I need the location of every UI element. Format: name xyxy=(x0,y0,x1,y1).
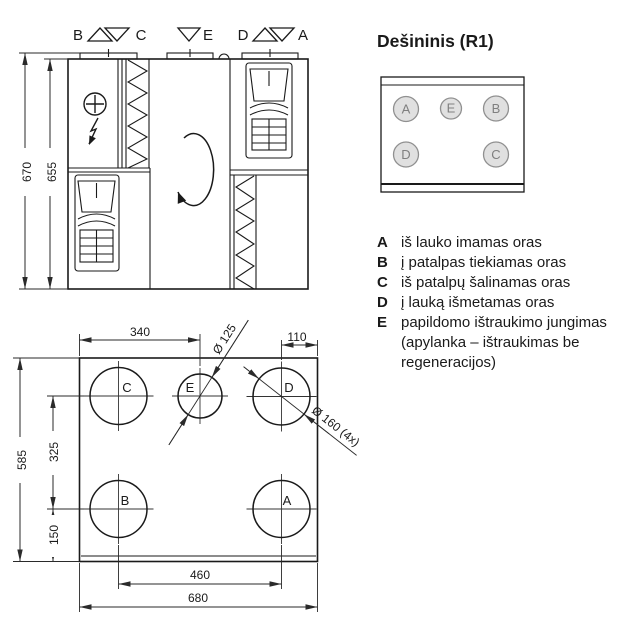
dim-325-label: 325 xyxy=(47,442,61,462)
lightning-icon xyxy=(88,117,99,145)
legend-row: C iš patalpų šalinamas oras xyxy=(377,273,637,293)
unit-body-outline xyxy=(67,58,309,290)
top-dimensions: 340 110 585 325 150 460 xyxy=(13,319,362,612)
dim-585-label: 585 xyxy=(15,450,29,470)
legend-row: A iš lauko imamas oras xyxy=(377,233,637,253)
filter-zigzag-right xyxy=(233,175,257,290)
top-port-label-b: B xyxy=(121,493,130,508)
supply-triangle-icon xyxy=(86,27,114,42)
filter-zigzag-left xyxy=(125,59,150,169)
duct-flanges xyxy=(79,49,299,60)
schematic-outline xyxy=(380,76,525,193)
legend-key-d: D xyxy=(377,294,388,311)
top-port-label-c: C xyxy=(122,380,131,395)
port-crosshairs xyxy=(83,361,317,544)
legend-row: regeneracijos) xyxy=(377,353,637,373)
port-circle-c xyxy=(89,366,148,426)
internal-partitions xyxy=(68,59,308,289)
supply-triangle-icon xyxy=(251,27,279,42)
legend-text-c: iš patalpų šalinamas oras xyxy=(401,274,571,291)
schematic-port-c xyxy=(482,141,510,168)
front-port-label-e: E xyxy=(203,27,213,44)
schematic-port-a xyxy=(392,95,420,123)
dim-overall-height-label: 670 xyxy=(20,162,34,182)
top-port-label-e: E xyxy=(186,380,195,395)
fan-icon xyxy=(74,174,120,272)
schematic-port-e xyxy=(439,97,463,120)
schematic-port-label-a: A xyxy=(402,102,411,117)
legend-text-e3: regeneracijos) xyxy=(401,354,497,371)
legend-text-e: papildomo ištraukimo jungimas xyxy=(401,314,607,331)
dim-150-label: 150 xyxy=(47,525,61,545)
front-port-label-d: D xyxy=(238,27,249,44)
schematic-port-d xyxy=(392,141,420,168)
dim-d125-label: Ø 125 xyxy=(210,321,240,356)
legend-row: E papildomo ištraukimo jungimas xyxy=(377,313,637,333)
dim-340-label: 340 xyxy=(130,325,150,339)
port-circle-a xyxy=(252,479,311,539)
extract-triangle-icon xyxy=(103,27,131,42)
electric-heater-icon xyxy=(83,92,107,116)
page-title: Dešininis (R1) xyxy=(377,31,494,51)
legend-row: D į lauką išmetamas oras xyxy=(377,293,637,313)
schematic-port-label-c: C xyxy=(491,147,500,162)
legend-key-c: C xyxy=(377,274,388,291)
dim-680-label: 680 xyxy=(188,591,208,605)
top-view: C E D B A 340 110 585 3 xyxy=(13,319,362,612)
legend-text-a: iš lauko imamas oras xyxy=(401,234,542,251)
schematic-port-label-d: D xyxy=(401,147,410,162)
fan-icon xyxy=(245,62,293,159)
legend: A iš lauko imamas oras B į patalpas tiek… xyxy=(377,233,637,373)
legend-text-b: į patalpas tiekiamas oras xyxy=(401,254,567,271)
port-circle-d xyxy=(252,367,311,426)
legend-key-b: B xyxy=(377,254,388,271)
top-port-label-a: A xyxy=(283,493,292,508)
schematic-port-b xyxy=(482,95,510,122)
legend-key-a: A xyxy=(377,234,388,251)
dim-body-height-label: 655 xyxy=(45,162,59,182)
port-circle-b xyxy=(89,479,148,539)
legend-text-e2: (apylanka – ištraukimas be xyxy=(401,334,580,351)
top-view-outline xyxy=(78,357,319,563)
cable-gland-bump xyxy=(218,53,230,60)
front-port-label-a: A xyxy=(298,27,308,44)
dim-460-label: 460 xyxy=(190,568,210,582)
dim-110-label: 110 xyxy=(287,330,306,344)
front-view: B C E D A xyxy=(18,27,309,290)
front-dimensions: 670 655 xyxy=(18,52,80,290)
connection-schematic: A E B D C xyxy=(380,76,525,193)
extract-triangle-icon xyxy=(176,27,202,43)
extract-triangle-icon xyxy=(268,27,296,42)
schematic-port-label-b: B xyxy=(492,101,501,116)
top-port-label-d: D xyxy=(284,380,293,395)
front-port-label-b: B xyxy=(73,27,83,44)
schematic-port-label-e: E xyxy=(447,101,456,116)
front-port-label-c: C xyxy=(136,27,147,44)
legend-text-d: į lauką išmetamas oras xyxy=(401,294,555,311)
front-port-labels: B C E D A xyxy=(73,27,308,44)
legend-row: B į patalpas tiekiamas oras xyxy=(377,253,637,273)
rotor-arrow-icon xyxy=(177,132,215,207)
port-circle-e xyxy=(177,373,223,419)
legend-row: (apylanka – ištraukimas be xyxy=(377,333,637,353)
legend-key-e: E xyxy=(377,314,388,331)
